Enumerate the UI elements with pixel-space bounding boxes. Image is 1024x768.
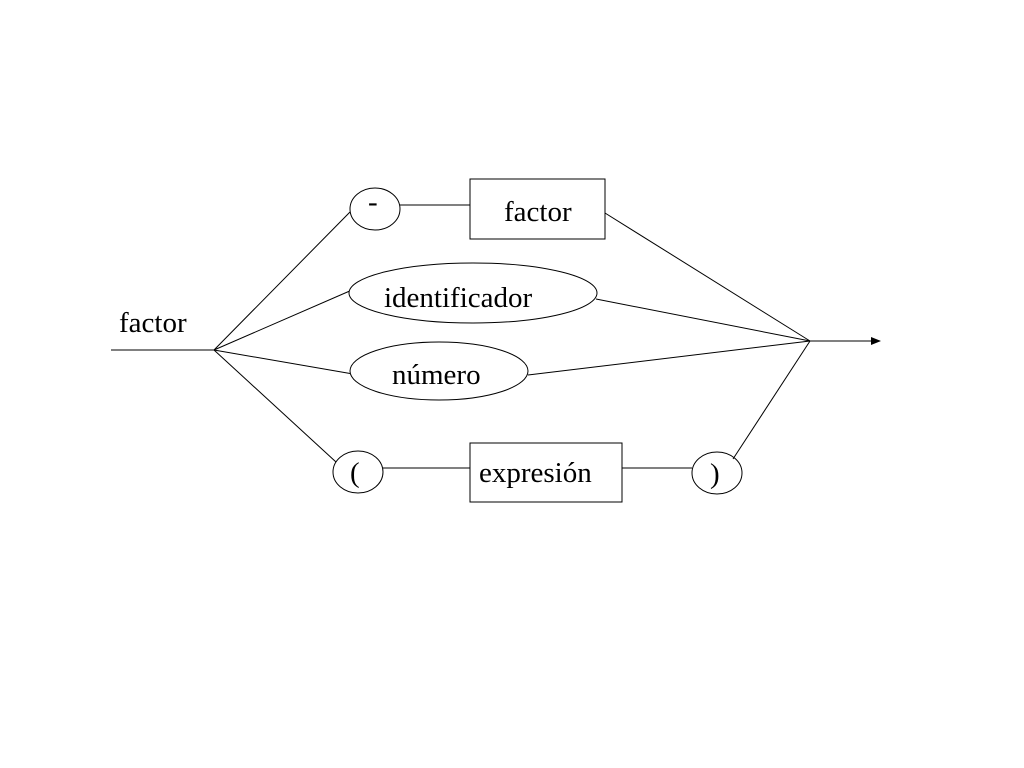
merge-from-numero	[527, 340, 811, 376]
merge-from-identificador	[595, 298, 811, 342]
branch-to-open-paren	[213, 349, 337, 463]
identificador-terminal	[348, 262, 598, 324]
branch-to-minus	[213, 211, 351, 351]
open-paren-label: (	[350, 457, 360, 489]
minus-terminal	[349, 187, 401, 231]
minus-symbol: -	[368, 186, 378, 218]
identificador-label: identificador	[384, 282, 533, 314]
branch-to-identificador	[213, 289, 353, 351]
expresion-nonterminal	[469, 442, 623, 503]
numero-terminal	[349, 341, 529, 401]
close-paren-label: )	[710, 458, 720, 490]
numero-label: número	[392, 359, 481, 391]
rule-name-label: factor	[119, 307, 187, 339]
expresion-label: expresión	[479, 457, 592, 489]
factor-box-label: factor	[504, 196, 572, 228]
branch-to-numero	[213, 349, 354, 375]
factor-nonterminal	[469, 178, 606, 240]
merge-from-factor	[604, 212, 811, 342]
close-paren-terminal	[691, 451, 743, 495]
open-paren-terminal	[332, 450, 384, 494]
merge-from-close-paren	[732, 340, 811, 460]
